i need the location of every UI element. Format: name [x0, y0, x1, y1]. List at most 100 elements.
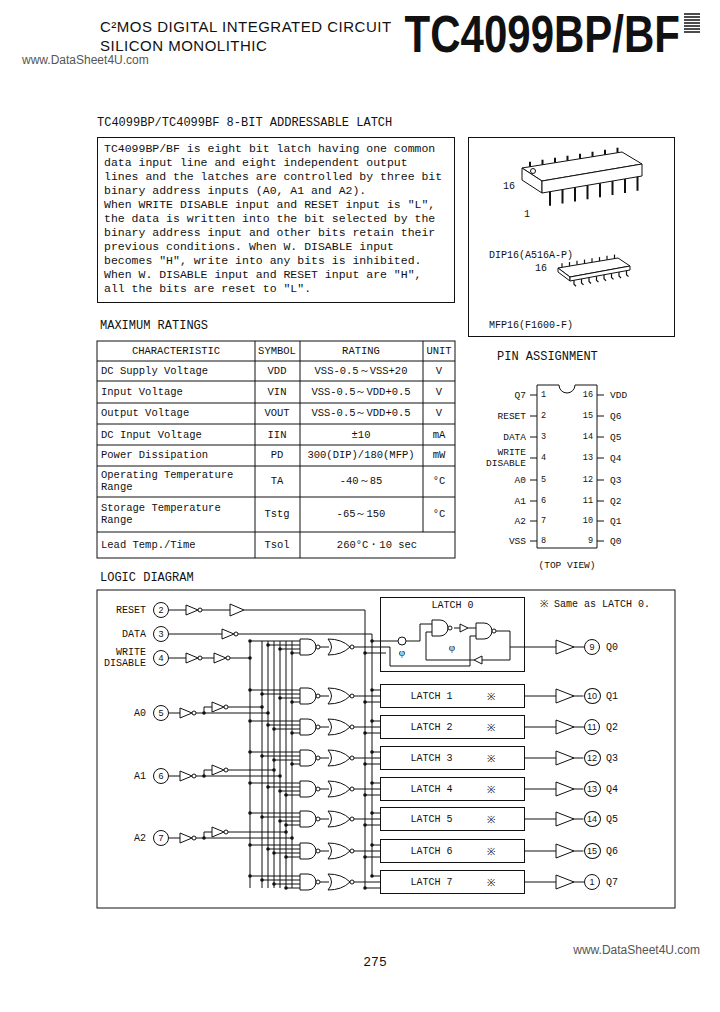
- section-heading: PIN ASSIGNMENT: [497, 350, 598, 364]
- note-mark: ※: [487, 751, 495, 765]
- inverter-bubble: [234, 632, 238, 636]
- clock-symbol: φ: [399, 646, 405, 658]
- wire: [365, 857, 380, 858]
- pin-stub: [530, 501, 537, 502]
- table-rule: [423, 341, 424, 532]
- wire: [274, 853, 300, 854]
- wire: [286, 825, 300, 826]
- pin-stub: [530, 541, 537, 542]
- wire: [380, 636, 476, 666]
- wire: [268, 645, 300, 646]
- input-pin-circle: 5: [153, 705, 169, 721]
- junction-dot: [284, 793, 288, 797]
- signal-name: Q6: [606, 846, 618, 857]
- table-cell: PD: [271, 449, 284, 461]
- junction-dot: [290, 836, 294, 840]
- signal-name: Q3: [606, 753, 618, 764]
- pin-stub: [530, 395, 537, 396]
- pin-stub: [597, 541, 604, 542]
- watermark: www.DataSheet4U.com: [573, 943, 700, 957]
- junction-dot: [266, 643, 270, 647]
- latch-box: LATCH 3※: [380, 746, 525, 770]
- junction-dot: [248, 843, 252, 847]
- signal-name: Q0: [606, 642, 618, 653]
- output-pin-circle: 13: [584, 781, 601, 797]
- buffer-symbol: [556, 875, 574, 889]
- feedback-gate: [474, 656, 482, 664]
- pin-stub: [597, 437, 604, 438]
- address-bus: [286, 641, 287, 888]
- wire: [320, 882, 329, 883]
- junction-dot: [272, 882, 276, 886]
- junction-dot: [272, 768, 276, 772]
- note-mark: ※: [487, 875, 495, 889]
- table-cell: VOUT: [264, 407, 289, 419]
- inverter-symbol: [180, 708, 192, 718]
- inverter-symbol: [212, 827, 224, 837]
- dip-lead: [637, 177, 639, 191]
- pin-number: 5: [541, 475, 546, 485]
- pin-number: 5: [158, 708, 163, 718]
- wire: [320, 647, 329, 648]
- wire: [250, 845, 300, 846]
- junction-dot: [370, 843, 374, 847]
- table-cell: -40～85: [340, 474, 383, 488]
- wire: [202, 610, 230, 611]
- inverter-symbol: [180, 771, 192, 781]
- table-cell: Input Voltage: [101, 386, 251, 398]
- gate-bubble: [316, 817, 320, 821]
- junction-dot: [290, 731, 294, 735]
- wire: [169, 658, 186, 659]
- pin-number: 14: [587, 814, 597, 824]
- header-hatch: [684, 22, 700, 24]
- signal-name: A1: [134, 771, 146, 782]
- table-cell: ±10: [352, 429, 371, 441]
- mfp-body: [570, 266, 630, 281]
- wire: [280, 821, 300, 822]
- pin-number: 16: [583, 390, 593, 400]
- table-cell: 260°C・10 sec: [337, 538, 417, 552]
- table-rule: [300, 341, 301, 558]
- pin-number: 7: [158, 833, 163, 843]
- pin-number: 10: [583, 516, 593, 526]
- wire: [228, 770, 274, 771]
- pin-stub: [530, 416, 537, 417]
- pin-name: WRITE DISABLE: [474, 447, 526, 469]
- wire: [196, 713, 268, 714]
- junction-dot: [278, 774, 282, 778]
- table-cell: VIN: [268, 386, 287, 398]
- output-pin-circle: 14: [584, 811, 601, 827]
- pin-name: (TOP VIEW): [538, 560, 595, 571]
- dip-lead: [542, 160, 544, 165]
- inverter-bubble: [192, 774, 196, 778]
- pin-stub: [530, 458, 537, 459]
- latch-label: LATCH 0: [381, 600, 524, 611]
- junction-dot: [260, 878, 264, 882]
- address-bus: [262, 641, 263, 888]
- wire: [365, 764, 380, 765]
- table-cell: V: [436, 386, 442, 398]
- wire: [169, 776, 180, 777]
- address-bus: [268, 641, 269, 888]
- input-pin-circle: 4: [153, 650, 169, 666]
- table-rule: [97, 424, 455, 425]
- gate-bubble: [316, 849, 320, 853]
- pin-stub: [597, 480, 604, 481]
- inverter-symbol: [212, 702, 224, 712]
- mfp-lead: [582, 279, 584, 285]
- pin-index: 16: [535, 263, 547, 274]
- dip-lead: [529, 162, 531, 167]
- wire: [354, 882, 380, 883]
- wire: [250, 721, 300, 722]
- gate-bubble: [316, 787, 320, 791]
- dip-lead: [549, 192, 551, 206]
- pin-number: 3: [541, 432, 546, 442]
- junction-dot: [363, 793, 367, 797]
- pin-number: 4: [158, 653, 163, 663]
- dip-lead: [599, 183, 601, 197]
- table-cell: V: [436, 407, 442, 419]
- mfp-body: [558, 268, 570, 281]
- pin-number: 15: [583, 411, 593, 421]
- junction-dot: [266, 723, 270, 727]
- pin-number: 8: [541, 536, 546, 546]
